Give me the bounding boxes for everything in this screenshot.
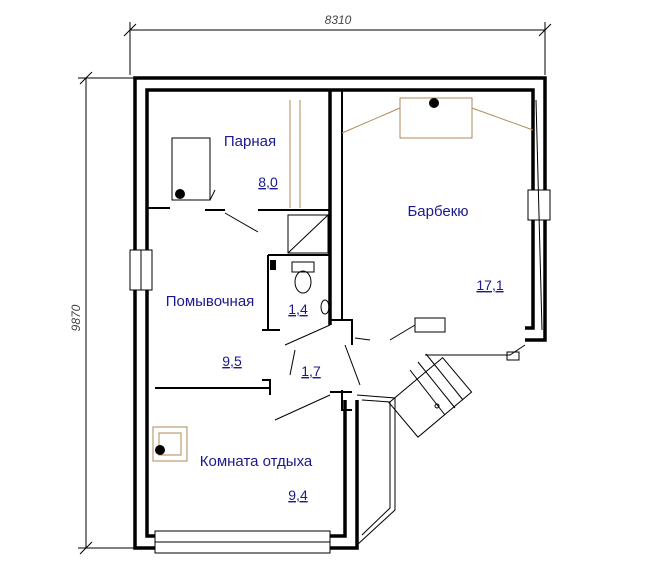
height-dimension-label: 9870 [69, 304, 83, 331]
room-labels: Парная 8,0 Барбекю 17,1 Помывочная 9,5 1… [166, 133, 504, 503]
toilet-tank [291, 261, 315, 273]
grill-icon [429, 98, 439, 108]
room-area-vestibule: 1,7 [301, 363, 321, 379]
room-name-steam: Парная [224, 133, 276, 150]
room-area-washroom: 9,5 [222, 353, 242, 369]
exterior-walls [133, 76, 547, 550]
terrace-outline [356, 344, 526, 546]
room-area-steam: 8,0 [258, 174, 278, 190]
doors [224, 212, 416, 421]
sink-icon [320, 299, 330, 315]
room-area-bathroom: 1,4 [288, 301, 308, 317]
width-dimension-label: 8310 [325, 13, 352, 27]
room-name-barbecue: Барбекю [407, 203, 468, 220]
room-name-washroom: Помывочная [166, 293, 255, 310]
stove-icon [175, 189, 185, 199]
entrance-steps [388, 353, 473, 438]
fireplace-icon [152, 426, 188, 462]
dimension-top: 8310 [123, 13, 552, 75]
room-area-barbecue: 17,1 [476, 277, 503, 293]
windows [129, 99, 551, 554]
shower-tray [287, 214, 329, 254]
interior-walls [147, 90, 353, 411]
toilet-icon [294, 270, 312, 294]
dimension-left: 9870 [69, 71, 135, 555]
room-area-lounge: 9,4 [288, 487, 308, 503]
room-name-lounge: Комната отдыха [200, 453, 313, 470]
fixtures [152, 97, 534, 462]
